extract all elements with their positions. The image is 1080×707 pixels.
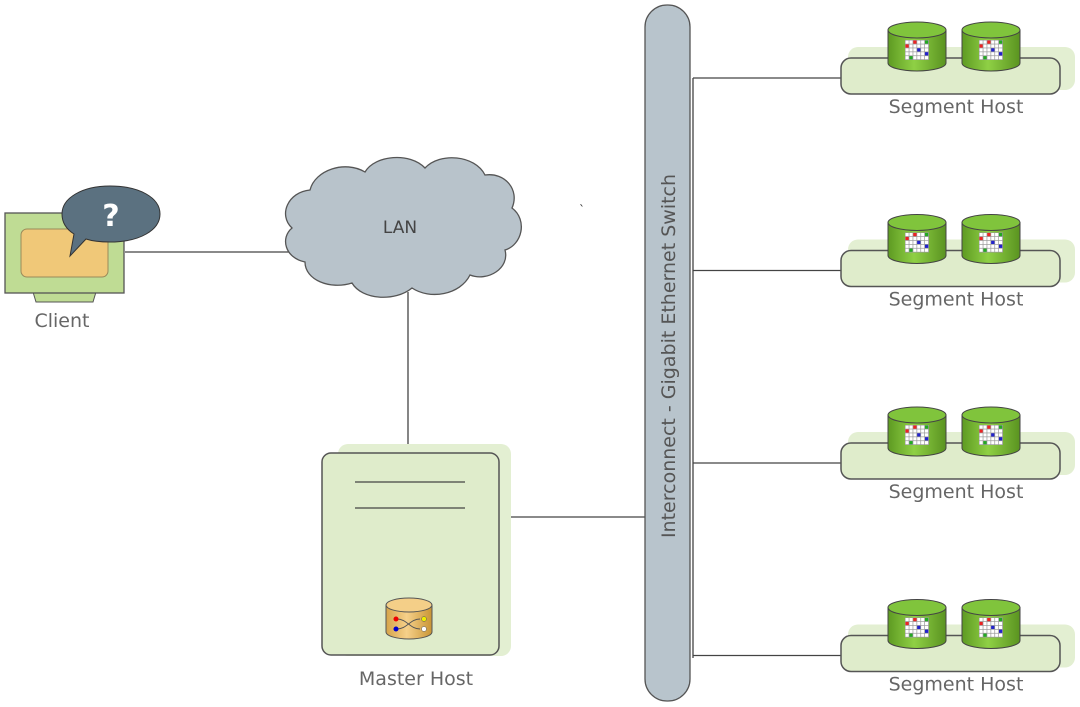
speech-bubble-icon [61, 185, 161, 258]
segment-host[interactable]: Segment Host [693, 406, 1075, 503]
segment-label: Segment Host [889, 289, 1024, 311]
stray-mark: ` [579, 203, 585, 217]
segment-database-icon [961, 21, 1021, 72]
segment-host[interactable]: Segment Host [693, 21, 1075, 118]
master-box [321, 452, 500, 656]
switch-bar [644, 4, 691, 702]
ethernet-switch[interactable]: Interconnect - Gigabit Ethernet Switch [644, 4, 691, 702]
client-node[interactable]: ? Client [4, 185, 161, 332]
master-label: Master Host [359, 668, 473, 690]
question-mark-icon: ? [102, 199, 119, 234]
cloud-icon [284, 156, 522, 298]
segment-database-icon [961, 214, 1021, 264]
connections [125, 78, 694, 658]
segment-box [840, 634, 1061, 673]
segment-database-icon [961, 599, 1021, 649]
segment-database-icon [887, 406, 947, 457]
master-database-icon [385, 597, 433, 640]
segment-label: Segment Host [889, 674, 1024, 696]
client-label: Client [34, 310, 89, 332]
segment-host[interactable]: Segment Host [693, 599, 1075, 696]
segment-database-icon [887, 599, 947, 649]
segment-box [840, 57, 1061, 95]
segment-host[interactable]: Segment Host [693, 214, 1075, 311]
segment-label: Segment Host [889, 481, 1024, 503]
segment-label: Segment Host [889, 96, 1024, 118]
segment-box [840, 249, 1061, 288]
lan-cloud[interactable]: LAN [284, 156, 522, 298]
segment-database-icon [887, 21, 947, 72]
master-host[interactable]: Master Host [321, 444, 511, 690]
monitor-screen [20, 228, 109, 278]
segment-box [840, 442, 1061, 480]
segment-database-icon [887, 214, 947, 264]
switch-label: Interconnect - Gigabit Ethernet Switch [658, 174, 680, 538]
segment-database-icon [961, 406, 1021, 457]
lan-label: LAN [383, 218, 417, 238]
